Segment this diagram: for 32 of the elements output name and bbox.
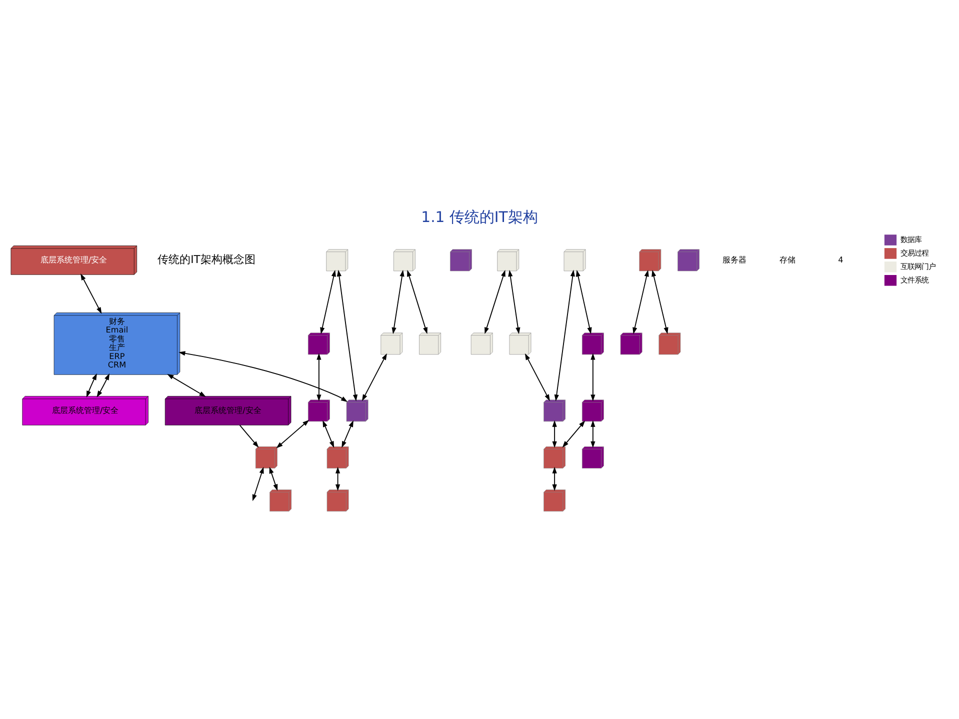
arrow [96, 373, 110, 398]
arrow [590, 420, 596, 448]
arrow [552, 420, 557, 448]
arrow [407, 270, 428, 334]
arrow [178, 351, 348, 402]
arrow [316, 353, 322, 402]
arrow [167, 374, 206, 397]
arrow [252, 466, 264, 502]
arrow [524, 353, 550, 402]
arrow [576, 270, 592, 334]
arrow [652, 270, 668, 334]
arrow [562, 420, 586, 448]
arrow [552, 466, 557, 491]
arrow [80, 274, 102, 314]
arrow [320, 270, 336, 334]
arrow [554, 270, 575, 402]
arrow [86, 373, 97, 398]
arrow [322, 420, 334, 448]
arrow [362, 353, 387, 402]
arrow [335, 466, 340, 491]
arrow [342, 420, 354, 448]
arrow [392, 270, 404, 334]
label: 传统的IT架构概念图 [158, 252, 256, 266]
arrow [632, 270, 649, 334]
arrow [484, 270, 506, 334]
arrow [336, 270, 358, 402]
arrow [239, 424, 259, 448]
arrow [508, 270, 520, 334]
arrow [269, 466, 278, 491]
diagram-title: 1.1 传统的IT架构 [421, 209, 538, 226]
arrow [276, 420, 310, 448]
arrow [590, 353, 596, 402]
